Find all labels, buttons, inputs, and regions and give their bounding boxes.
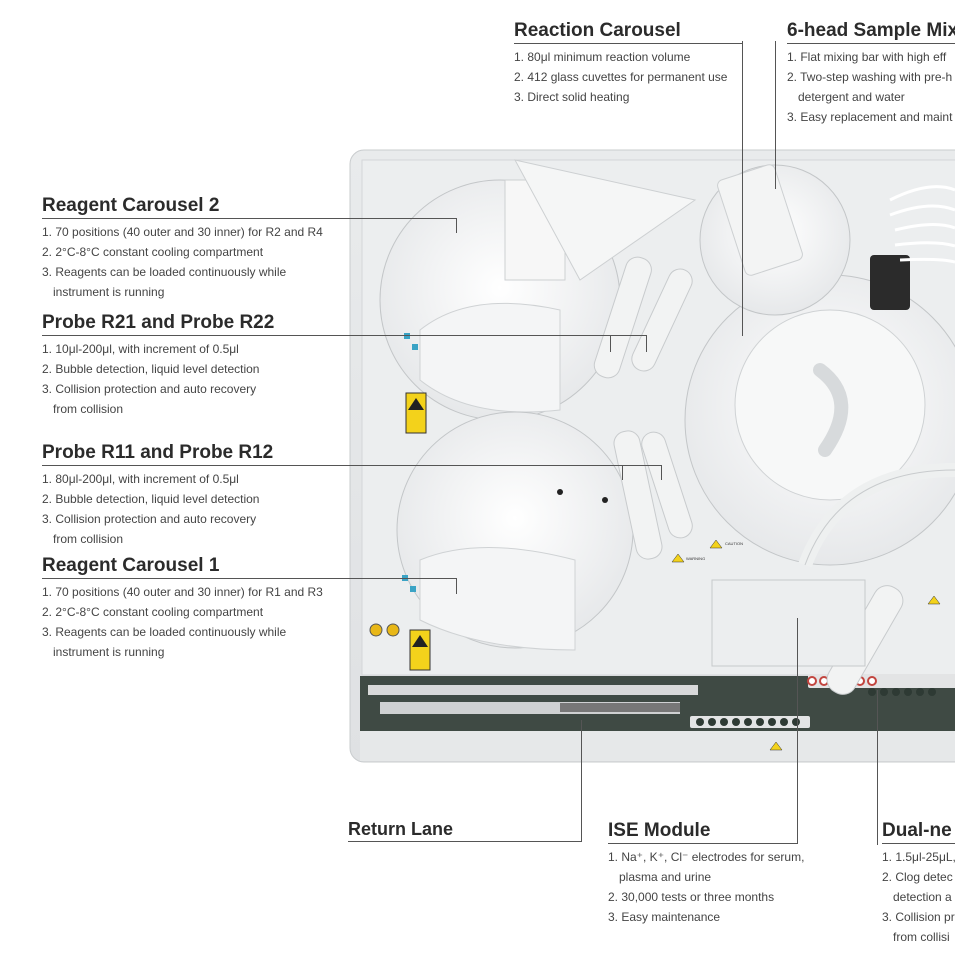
callout-sample-mixer: 6-head Sample Mix 1. Flat mixing bar wit…	[787, 20, 955, 127]
callout-reagent-carousel-2: Reagent Carousel 2 1. 70 positions (40 o…	[42, 195, 457, 302]
callout-probe-r11-r12: Probe R11 and Probe R12 1. 80μl-200μl, w…	[42, 442, 662, 549]
callout-item: instrument is running	[53, 645, 165, 659]
ise-module-panel	[711, 579, 866, 667]
caution-labels	[671, 539, 941, 751]
callout-title: 6-head Sample Mix	[787, 20, 955, 41]
callout-item: 3. Easy maintenance	[608, 910, 721, 924]
callout-item: 2. 2°C-8°C constant cooling compartment	[42, 245, 264, 259]
warning-sticker-text: WARNING	[686, 556, 706, 561]
callout-item: 1. Na⁺, K⁺, Cl⁻ electrodes for serum,	[608, 850, 805, 864]
callout-item: 3. Direct solid heating	[514, 90, 630, 104]
callout-item: 3. Reagents can be loaded continuously w…	[42, 265, 287, 279]
callout-item: 1. Flat mixing bar with high eff	[787, 50, 947, 64]
callout-item: 1. 70 positions (40 outer and 30 inner) …	[42, 585, 323, 599]
callout-ise-module: ISE Module 1. Na⁺, K⁺, Cl⁻ electrodes fo…	[608, 820, 805, 927]
leader-rc1	[456, 578, 457, 594]
callout-item: 3. Easy replacement and maint	[787, 110, 953, 124]
callout-item: 3. Collision protection and auto recover…	[42, 382, 257, 396]
callout-title: Dual-ne	[882, 820, 952, 841]
callout-return-lane: Return Lane	[348, 818, 453, 840]
callout-item: 2. 412 glass cuvettes for permanent use	[514, 70, 728, 84]
mixer-disk	[699, 164, 955, 316]
callout-item: 3. Collision pr	[882, 910, 955, 924]
leader-r22	[646, 335, 647, 352]
callout-item: detergent and water	[798, 90, 905, 104]
callout-item: 1. 1.5μl-25μL,	[882, 850, 955, 864]
callout-item: 1. 10μl-200μl, with increment of 0.5μl	[42, 342, 239, 356]
reagent-carousel-2	[379, 159, 697, 421]
callout-title: Probe R21 and Probe R22	[42, 312, 275, 333]
callout-item: detection a	[893, 890, 952, 904]
hazard-sticker	[405, 392, 431, 671]
callout-title: Reaction Carousel	[514, 20, 681, 41]
leader-r21	[610, 335, 611, 352]
reaction-carousel	[684, 274, 955, 566]
control-buttons	[369, 623, 400, 637]
leader-r11	[622, 465, 623, 480]
callout-dual-needle: Dual-ne 1. 1.5μl-25μL, 2. Clog detec det…	[882, 820, 955, 947]
callout-item: 2. Clog detec	[882, 870, 953, 884]
callout-title: Return Lane	[348, 819, 454, 839]
leader-reaction	[742, 41, 743, 336]
callout-title: Reagent Carousel 2	[42, 195, 220, 216]
caution-sticker-text: CAUTION	[725, 541, 743, 546]
callout-item: instrument is running	[53, 285, 165, 299]
callout-item: 2. Bubble detection, liquid level detect…	[42, 492, 260, 506]
callout-item: 2. Two-step washing with pre-h	[787, 70, 953, 84]
callout-reaction-carousel: Reaction Carousel 1. 80μl minimum reacti…	[514, 20, 743, 107]
callout-item: 1. 80μl minimum reaction volume	[514, 50, 691, 64]
callout-item: from collision	[53, 532, 124, 546]
callout-item: 3. Reagents can be loaded continuously w…	[42, 625, 287, 639]
callout-item: 1. 70 positions (40 outer and 30 inner) …	[42, 225, 323, 239]
rack-tube-row	[696, 688, 936, 726]
leader-dual	[877, 690, 878, 845]
callout-item: plasma and urine	[619, 870, 712, 884]
sample-rack-area	[360, 674, 955, 761]
leader-mixer	[775, 41, 776, 189]
callout-title: Probe R11 and Probe R12	[42, 442, 274, 463]
callout-item: 2. Bubble detection, liquid level detect…	[42, 362, 260, 376]
leader-r12	[661, 465, 662, 480]
callout-item: 3. Collision protection and auto recover…	[42, 512, 257, 526]
callout-title: ISE Module	[608, 820, 711, 841]
callout-item: 1. 80μl-200μl, with increment of 0.5μl	[42, 472, 239, 486]
leader-rc2	[456, 218, 457, 233]
leader-return-h	[348, 841, 582, 842]
callout-item: 2. 2°C-8°C constant cooling compartment	[42, 605, 264, 619]
leader-return	[581, 720, 582, 842]
callout-item: from collision	[53, 402, 124, 416]
callout-reagent-carousel-1: Reagent Carousel 1 1. 70 positions (40 o…	[42, 555, 457, 662]
leader-ise	[797, 618, 798, 843]
callout-title: Reagent Carousel 1	[42, 555, 220, 576]
callout-item: from collisi	[893, 930, 950, 944]
callout-item: 2. 30,000 tests or three months	[608, 890, 775, 904]
callout-probe-r21-r22: Probe R21 and Probe R22 1. 10μl-200μl, w…	[42, 312, 647, 419]
